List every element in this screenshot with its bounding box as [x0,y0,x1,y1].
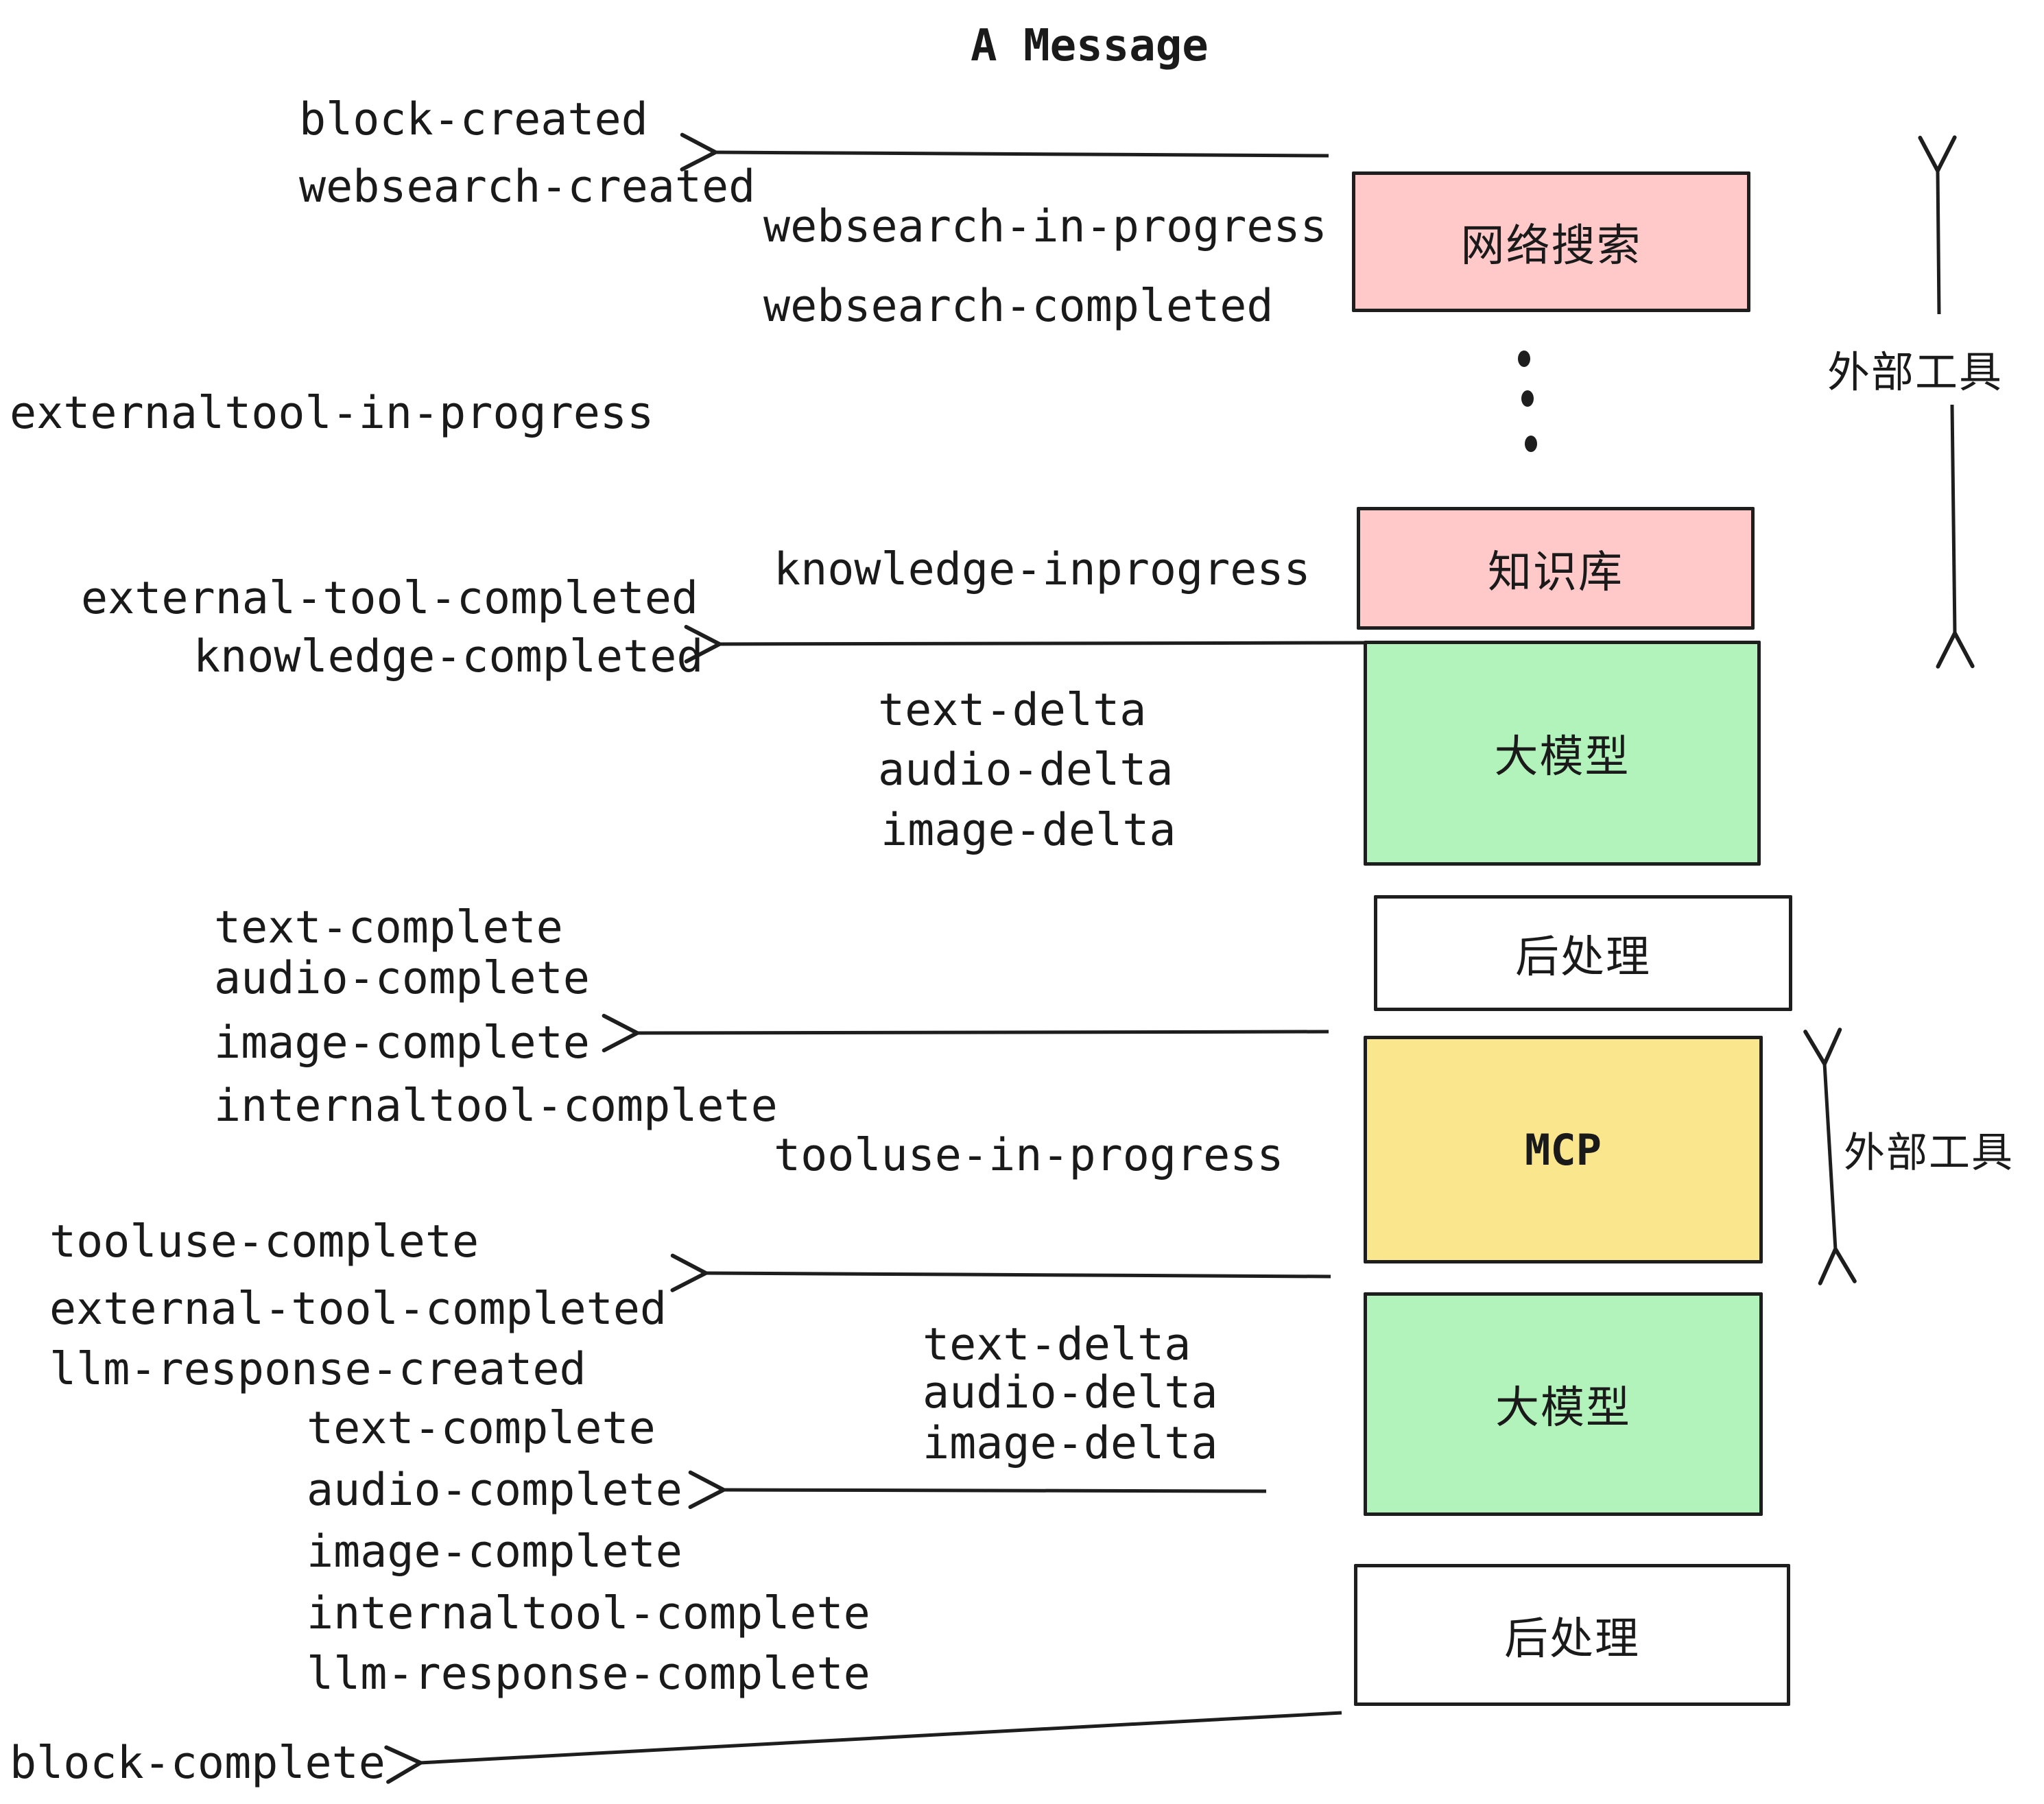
event-externaltool-in-progress: externaltool-in-progress [10,388,654,439]
arrow-to-tooluse-complete [670,1253,1331,1292]
event-audio-complete: audio-complete [214,953,590,1004]
event-block-created: block-created [299,94,648,145]
event-text-complete-2: text-complete [307,1403,656,1454]
box-llm-2-label: 大模型 [1495,1383,1631,1432]
ellipsis-dot [1518,351,1530,367]
arrow-to-knowledge-completed [684,625,1367,664]
event-image-delta-2: image-delta [923,1418,1218,1469]
event-llm-response-created: llm-response-created [49,1344,586,1395]
box-post-2-label: 后处理 [1504,1613,1640,1663]
event-knowledge-completed: knowledge-completed [193,631,704,683]
arrow-to-image-complete [602,1014,1329,1053]
event-text-delta-2: text-delta [923,1319,1191,1370]
event-image-complete-2: image-complete [307,1526,682,1578]
external-tools-mid-label: 外部工具 [1844,1130,2014,1176]
external-tools-double-arrow [1803,1028,1857,1285]
event-text-complete: text-complete [214,902,563,953]
event-audio-delta-2: audio-delta [923,1367,1218,1419]
event-external-tool-completed: external-tool-completed [81,573,699,624]
box-mcp: MCP [1364,1036,1763,1263]
ellipsis-dot [1521,390,1534,407]
box-websearch: 网络搜索 [1352,171,1750,312]
external-tools-top-label: 外部工具 [1827,349,2004,396]
event-tooluse-complete: tooluse-complete [49,1216,479,1268]
box-llm-1: 大模型 [1364,641,1761,866]
event-websearch-in-progress: websearch-in-progress [763,201,1327,252]
event-websearch-created: websearch-created [299,161,756,213]
external-tools-up-arrow [1918,135,1957,315]
event-block-complete: block-complete [10,1737,385,1789]
event-internaltool-complete-2: internaltool-complete [307,1588,870,1639]
box-knowledge: 知识库 [1357,507,1755,630]
event-audio-complete-2: audio-complete [307,1464,682,1516]
event-image-delta: image-delta [881,805,1176,856]
box-knowledge-label: 知识库 [1488,547,1624,597]
diagram-title: A Message [971,21,1209,71]
box-llm-2: 大模型 [1364,1292,1763,1516]
event-external-tool-completed-2: external-tool-completed [49,1283,667,1335]
arrow-to-audio-complete [688,1470,1267,1509]
ellipsis-dot [1525,436,1537,452]
event-audio-delta: audio-delta [878,744,1174,796]
event-llm-response-complete: llm-response-complete [307,1648,870,1700]
external-tools-down-arrow [1936,404,1975,669]
box-websearch-label: 网络搜索 [1460,220,1642,270]
arrow-to-websearch-created [680,132,1329,171]
box-post-2: 后处理 [1354,1564,1790,1706]
event-tooluse-in-progress: tooluse-in-progress [774,1130,1284,1181]
box-llm-1-label: 大模型 [1494,732,1630,781]
box-post-1-label: 后处理 [1515,931,1651,982]
event-internaltool-complete: internaltool-complete [214,1080,778,1132]
event-websearch-completed: websearch-completed [763,281,1274,332]
event-image-complete: image-complete [214,1017,590,1069]
event-knowledge-inprogress: knowledge-inprogress [774,544,1311,595]
box-post-1: 后处理 [1374,895,1792,1011]
event-text-delta: text-delta [878,685,1147,736]
box-mcp-label: MCP [1525,1124,1602,1175]
arrow-to-block-complete [384,1711,1342,1784]
